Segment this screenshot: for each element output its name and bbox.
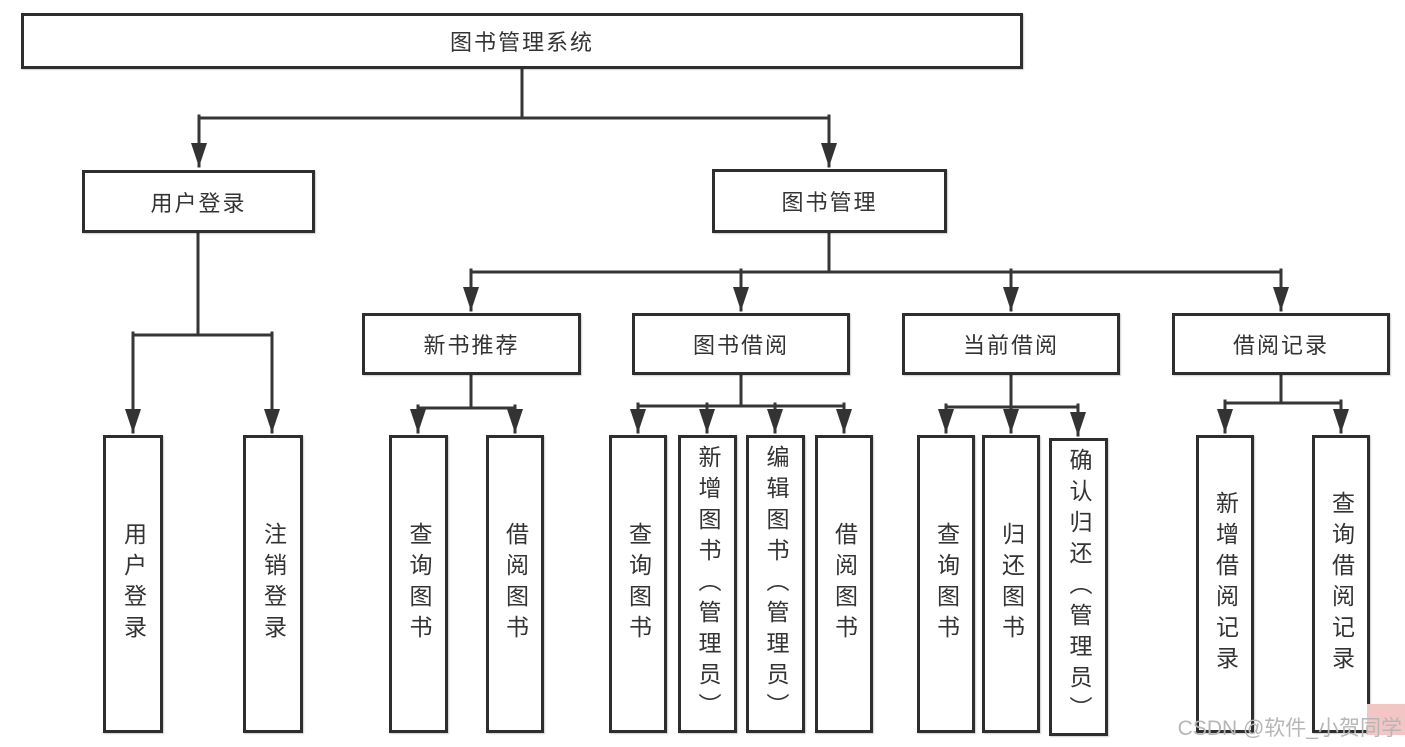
leaf-label: 借阅图书 (831, 522, 858, 646)
leaf-add-book-admin: 新增图书（管理员） (678, 435, 737, 733)
leaf-query-book-2: 查询图书 (609, 435, 667, 733)
node-label: 图书管理系统 (449, 30, 594, 55)
leaf-query-book-3: 查询图书 (917, 435, 975, 733)
node-label: 用户登录 (150, 190, 247, 216)
leaf-label: 查询借阅记录 (1328, 491, 1355, 677)
leaf-confirm-return-admin: 确认归还（管理员） (1049, 438, 1108, 736)
leaf-logout: 注销登录 (243, 435, 303, 733)
leaf-label: 注销登录 (260, 522, 287, 646)
node-label: 图书管理 (781, 190, 878, 215)
node-new-book-recommend: 新书推荐 (362, 313, 581, 375)
leaf-label: 用户登录 (120, 522, 147, 646)
watermark: CSDN @软件_小贺同学 (1177, 717, 1402, 740)
node-user-login: 用户登录 (82, 170, 315, 233)
leaf-label: 新增图书（管理员） (695, 444, 721, 724)
leaf-label: 借阅图书 (502, 522, 529, 646)
leaf-query-borrow-record: 查询借阅记录 (1312, 435, 1370, 733)
node-library-management-system: 图书管理系统 (21, 13, 1023, 69)
node-label: 图书借阅 (692, 333, 789, 358)
leaf-edit-book-admin: 编辑图书（管理员） (746, 435, 805, 733)
node-label: 新书推荐 (423, 333, 520, 358)
leaf-return-book: 归还图书 (982, 435, 1040, 733)
node-book-borrow: 图书借阅 (632, 313, 850, 375)
leaf-label: 确认归还（管理员） (1066, 447, 1092, 727)
node-book-management: 图书管理 (712, 169, 947, 233)
node-label: 借阅记录 (1232, 333, 1329, 358)
leaf-label: 编辑图书（管理员） (763, 444, 789, 724)
leaf-label: 查询图书 (933, 522, 960, 646)
leaf-query-book-1: 查询图书 (389, 435, 448, 733)
leaf-borrow-book-2: 借阅图书 (815, 435, 873, 733)
leaf-user-login: 用户登录 (103, 435, 163, 733)
node-current-borrow: 当前借阅 (902, 313, 1120, 375)
leaf-label: 归还图书 (998, 522, 1025, 646)
leaf-label: 查询图书 (625, 522, 652, 646)
leaf-borrow-book-1: 借阅图书 (486, 435, 544, 733)
leaf-label: 查询图书 (406, 522, 432, 646)
leaf-add-borrow-record: 新增借阅记录 (1196, 435, 1254, 733)
node-borrow-record: 借阅记录 (1172, 313, 1390, 375)
node-label: 当前借阅 (962, 333, 1059, 358)
watermark-highlight (1367, 704, 1405, 735)
leaf-label: 新增借阅记录 (1212, 491, 1239, 677)
